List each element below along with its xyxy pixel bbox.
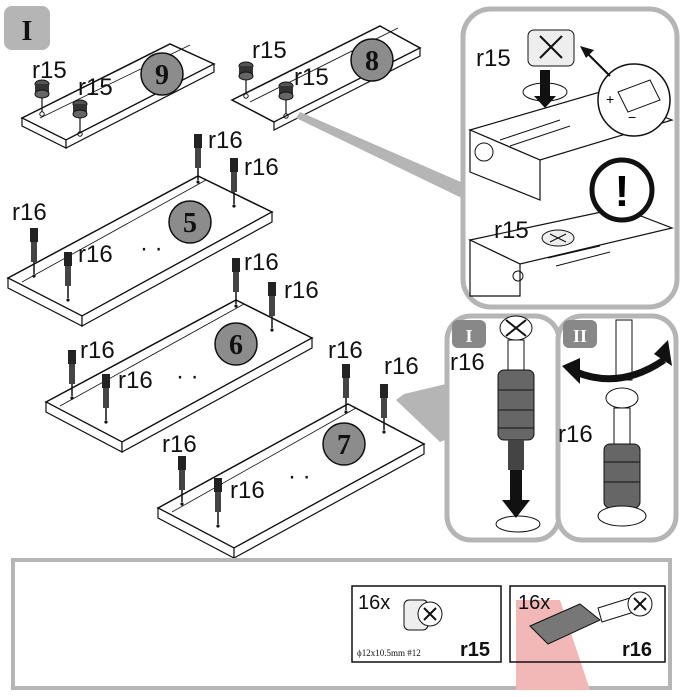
dowel-label-2: r16 [558,421,593,448]
fitting-label: r16 [80,337,115,364]
panel-number-badge: 9 [140,52,184,96]
panel-number-badge: 6 [214,322,258,366]
panel-number-badge: 7 [322,422,366,466]
fitting-label: r16 [244,249,279,276]
step-badge: I [4,6,50,50]
svg-text:· ·: · · [140,235,163,262]
fitting-label: r16 [284,277,319,304]
substep-2-label: II [573,326,587,346]
panel-number-badge: 5 [168,200,212,244]
fitting-label: r16 [118,367,153,394]
cam-detail-frame: + − ! r15 r15 [460,6,680,310]
panel-number: 7 [337,430,351,461]
part-code: r16 [622,639,652,661]
warning-symbol: ! [615,167,630,216]
svg-text:· ·: · · [288,463,311,490]
fitting-label: r15 [78,74,113,101]
fitting-label: r15 [32,57,67,84]
cam-label-top: r15 [476,45,511,72]
fitting-label: r16 [244,154,279,181]
substep-1-label: I [465,326,472,346]
callout-connector [396,384,450,442]
panel-number: 8 [365,46,379,77]
part-r16: 16x r16 [509,585,666,690]
dowel-detail-substep-2: II r16 [555,313,679,543]
part-spec: ϕ12x10.5mm #12 [357,648,421,658]
fitting-label: r16 [384,353,419,380]
cam-fitting-icon [403,599,443,631]
fitting-label: r16 [208,127,243,154]
dowel-fitting [193,133,203,185]
panel-8: 8 r15 r15 [230,25,422,131]
panel-number: 9 [155,60,169,91]
panel-number: 6 [229,330,243,361]
fitting-label: r16 [78,241,113,268]
panel-9: 9 r15 r15 [20,43,216,149]
fitting-label: r15 [294,64,329,91]
svg-text:+: + [606,91,614,107]
callout-connector [296,112,470,202]
panel-number: 5 [183,208,197,239]
warning-icon: ! [589,157,655,223]
fitting-label: r15 [252,37,287,64]
highlight-overlay [516,600,590,690]
part-code: r15 [460,639,490,661]
svg-text:−: − [628,109,636,125]
cam-fitting-small [541,229,575,247]
part-r15: 16x ϕ12x10.5mm #12 r15 [351,585,502,663]
fitting-label: r16 [230,477,265,504]
part-quantity: 16x [518,592,550,614]
dowel-label-1: r16 [450,349,485,376]
step-number: I [22,16,33,47]
panel-number-badge: 8 [350,38,394,82]
fitting-label: r16 [162,431,197,458]
parts-list: 16x ϕ12x10.5mm #12 r15 16x r16 [11,558,672,690]
dowel-fitting [231,257,241,309]
dowel-fitting-icon [529,591,653,645]
panel-5: 5 · · r16 r16 r16 r16 [6,127,279,328]
part-quantity: 16x [358,592,390,614]
fitting-label: r16 [12,199,47,226]
cam-zoom-circle: + − [580,46,671,137]
dowel-detail-substep-1: I r16 [444,313,562,543]
panel-7: 7 · · r16 r16 r16 r16 [156,337,426,560]
panel-6: 6 · · r16 r16 r16 r16 [44,249,319,454]
fitting-label: r16 [328,337,363,364]
cam-fitting-detail [522,29,575,108]
svg-text:· ·: · · [176,363,199,390]
cam-label-bottom: r15 [494,217,529,244]
